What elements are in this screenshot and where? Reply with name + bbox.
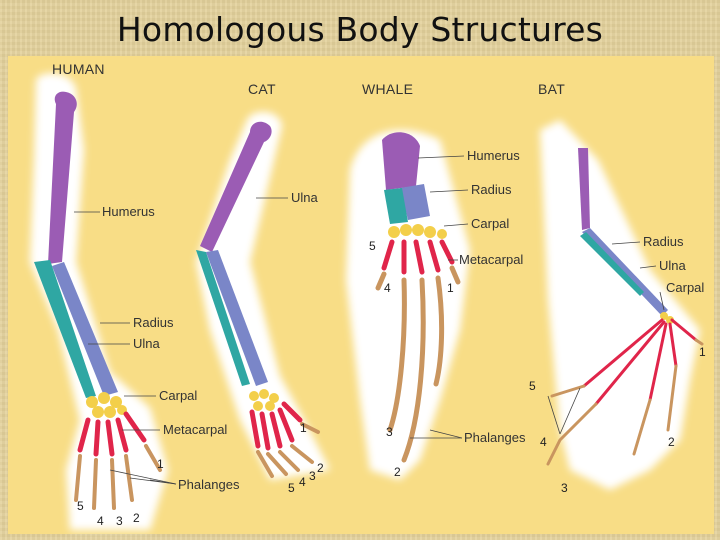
whale-metacarpal-label: Metacarpal: [459, 252, 523, 267]
cat-carpals: [249, 389, 279, 411]
bat-ulna-label: Ulna: [659, 258, 687, 273]
bat-digit-4: 4: [540, 435, 547, 449]
cat-digit-1: 1: [300, 421, 307, 435]
whale-limb: WHALE Humerus Radius Carpal Metacarpal P…: [346, 81, 526, 480]
bat-digit-3: 3: [561, 481, 568, 495]
cat-radius-bone: [206, 250, 268, 386]
cat-phalanges: [256, 422, 320, 478]
human-humerus-bone: [48, 91, 77, 264]
whale-digit-4: 4: [384, 281, 391, 295]
bat-digits: [582, 318, 698, 406]
human-phalanges: [74, 444, 162, 510]
human-ulna-label: Ulna: [133, 336, 161, 351]
human-digit-5: 5: [77, 499, 84, 513]
human-humerus-label: Humerus: [102, 204, 155, 219]
human-metacarpal-label: Metacarpal: [163, 422, 227, 437]
human-metacarpals: [77, 411, 147, 457]
human-radius-label: Radius: [133, 315, 174, 330]
bat-carpals: [660, 312, 674, 324]
whale-digit-2: 2: [394, 465, 401, 479]
bat-digit-2: 2: [668, 435, 675, 449]
whale-digit-5: 5: [369, 239, 376, 253]
bat-header: BAT: [538, 81, 565, 97]
bat-wing-membrane: [540, 120, 700, 490]
cat-humerus-bone: [200, 121, 272, 252]
bat-phalanges: [546, 338, 704, 466]
human-header: HUMAN: [52, 61, 105, 77]
cat-metacarpals: [249, 401, 303, 451]
human-ulna-bone: [34, 260, 96, 398]
human-digit-3: 3: [116, 514, 123, 528]
whale-limb-outline: [346, 130, 470, 480]
human-digit-1: 1: [157, 457, 164, 471]
whale-phalanges-label: Phalanges: [464, 430, 526, 445]
whale-humerus-label: Humerus: [467, 148, 520, 163]
cat-header: CAT: [248, 81, 276, 97]
bat-digit-5: 5: [529, 379, 536, 393]
cat-digit-3: 3: [309, 469, 316, 483]
bat-radius-label: Radius: [643, 234, 684, 249]
human-digit-4: 4: [97, 514, 104, 528]
whale-phalanges: [375, 265, 461, 463]
whale-digit-1: 1: [447, 281, 454, 295]
bat-digit-1: 1: [699, 345, 706, 359]
whale-carpal-label: Carpal: [471, 216, 509, 231]
whale-radius-label: Radius: [471, 182, 512, 197]
whale-metacarpals: [381, 239, 455, 275]
human-limb: HUMAN Humerus Radius Ulna Carpal Metacar…: [30, 61, 240, 530]
bat-humerus-bone: [578, 148, 590, 230]
whale-humerus-bone: [382, 132, 420, 190]
bat-carpal-label: Carpal: [666, 280, 704, 295]
whale-header: WHALE: [362, 81, 413, 97]
human-carpals: [86, 392, 127, 418]
slide-title: Homologous Body Structures: [116, 10, 604, 49]
bat-ulna-bone: [580, 232, 644, 296]
bat-wing: BAT Radius Ulna Carpal 1 2 3 4 5: [529, 81, 706, 495]
cat-ulna-bone: [196, 250, 250, 386]
human-radius-bone: [52, 262, 118, 396]
cat-digit-4: 4: [299, 475, 306, 489]
human-phalanges-label: Phalanges: [178, 477, 240, 492]
whale-radius-bone: [400, 184, 430, 220]
human-digit-2: 2: [133, 511, 140, 525]
whale-ulna-bone: [384, 188, 408, 224]
cat-limb: CAT Ulna 1 2 3 4 5: [196, 81, 330, 495]
human-carpal-label: Carpal: [159, 388, 197, 403]
bat-radius-bone: [582, 228, 668, 316]
whale-digit-3: 3: [386, 425, 393, 439]
cat-ulna-label: Ulna: [291, 190, 319, 205]
whale-carpals: [388, 224, 447, 239]
cat-digit-2: 2: [317, 461, 324, 475]
cat-digit-5: 5: [288, 481, 295, 495]
